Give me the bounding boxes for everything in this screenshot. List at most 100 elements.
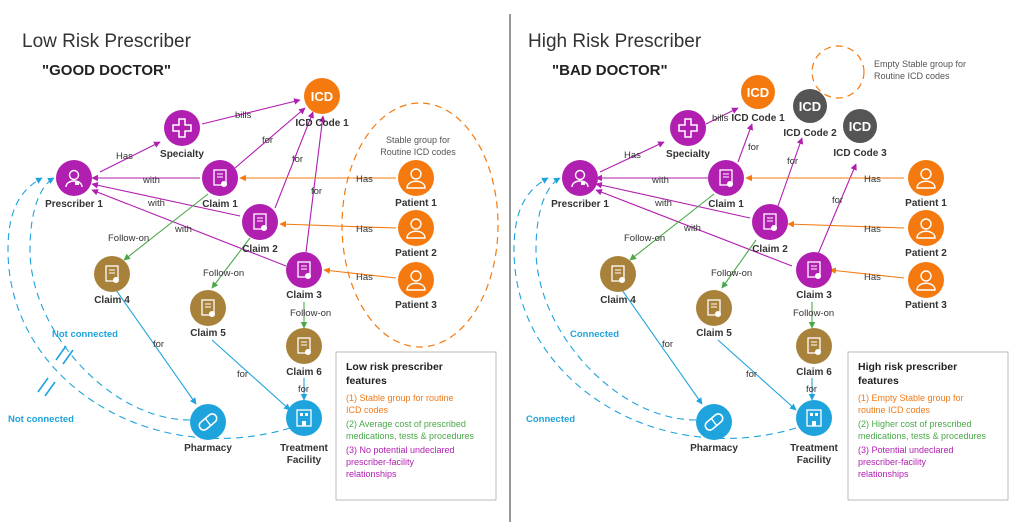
edge-label-with-1: with: [142, 175, 160, 186]
break-mark: [62, 349, 74, 365]
pharmacy-prescriber-link: [29, 177, 191, 421]
icd-glyph: ICD: [311, 89, 333, 104]
icd1-node-label: ICD Code 1: [731, 113, 785, 124]
feature-item-2-line-1: (2) Average cost of prescribed: [346, 419, 466, 429]
edge-label-with-1: with: [651, 175, 669, 186]
claim-document-icon: [600, 256, 636, 292]
break-mark: [44, 381, 56, 397]
edge-label-for-6: for: [806, 384, 817, 395]
break-mark: [55, 345, 67, 361]
specialty-node: Specialty: [160, 110, 204, 160]
claim-document-icon: [190, 290, 226, 326]
edge-follow-claim4: [629, 193, 715, 261]
facility-prescriber-link: [7, 177, 291, 439]
edge-label-with-2: with: [147, 198, 165, 209]
claim-document-icon: [796, 328, 832, 364]
claim-document-icon: [202, 160, 238, 196]
facility-prescriber-link: [513, 177, 797, 439]
patient3-node-label: Patient 3: [905, 300, 947, 311]
patient2-node: Patient 2: [905, 210, 947, 259]
right-subtitle: "BAD DOCTOR": [552, 62, 668, 79]
facility-node-label: Treatment: [280, 443, 328, 454]
edge-follow-claim5: [211, 237, 251, 289]
claim4-node-label: Claim 4: [94, 295, 130, 306]
edge-label-for-5: for: [237, 369, 248, 380]
edge-patient3-has: [829, 267, 905, 279]
not-connected-label-2: Not connected: [8, 414, 74, 425]
pharmacy-node: Pharmacy: [184, 404, 232, 454]
icd3-node-label: ICD Code 3: [833, 148, 887, 159]
doctor-icon: [562, 160, 598, 196]
feature-item-3-line-3: relationships: [858, 469, 909, 479]
hospital-building-icon: [286, 400, 322, 436]
claim6-node: Claim 6: [286, 328, 322, 378]
claim1-node: Claim 1: [202, 160, 238, 210]
claim3-node: Claim 3: [796, 252, 832, 301]
claim2-node-label: Claim 2: [242, 244, 278, 255]
prescriber-node-label: Prescriber 1: [45, 199, 103, 210]
feature-item-3-line-1: (3) No potential undeclared: [346, 445, 455, 455]
edge-label-for-6: for: [298, 384, 309, 395]
edge-label-has: Has: [116, 151, 133, 162]
doctor-icon: [56, 160, 92, 196]
claim6-node-label: Claim 6: [796, 367, 832, 378]
facility-node-label: Treatment: [790, 443, 838, 454]
claim2-node: Claim 2: [752, 204, 788, 255]
claim5-node: Claim 5: [190, 290, 226, 339]
claim4-node: Claim 4: [94, 256, 130, 306]
facility-node-label: Facility: [287, 455, 322, 466]
claim-document-icon: [752, 204, 788, 240]
edge-bills: [201, 98, 301, 125]
edge-label-has: Has: [624, 150, 641, 161]
patient2-node-label: Patient 2: [905, 248, 947, 259]
claim1-node-label: Claim 1: [202, 199, 238, 210]
icd1-node-circle: [741, 75, 775, 109]
edge-label-has-p2: Has: [864, 224, 881, 235]
features-title-2: features: [346, 375, 387, 387]
icd-glyph: ICD: [799, 99, 821, 114]
edge-patient2-has: [787, 220, 905, 229]
icd1-node-label: ICD Code 1: [295, 118, 349, 129]
medical-cross-icon: [670, 110, 706, 146]
person-icon: [908, 160, 944, 196]
person-icon: [398, 210, 434, 246]
claim-document-icon: [286, 252, 322, 288]
features-title-1: Low risk prescriber: [346, 361, 443, 373]
specialty-node-label: Specialty: [160, 149, 204, 160]
edge-patient2-has: [279, 220, 397, 229]
right-title: High Risk Prescriber: [528, 31, 702, 52]
features-box: [335, 351, 497, 501]
empty-group-outline: [811, 45, 865, 99]
person-icon: [908, 262, 944, 298]
edge-label-for-1: for: [262, 135, 273, 146]
edge-with-3: [91, 189, 287, 267]
feature-item-2-line-2: medications, tests & procedures: [858, 431, 987, 441]
edge-claim5-facility: [211, 339, 291, 411]
feature-item-3-line-2: prescriber-facility: [858, 457, 927, 467]
claim6-node: Claim 6: [796, 328, 832, 378]
edge-label-for-2: for: [292, 154, 303, 165]
icd1-node: ICD ICD Code 1: [295, 78, 349, 129]
specialty-node: Specialty: [666, 110, 710, 160]
edge-follow-claim5: [721, 239, 757, 289]
edge-label-for-4: for: [153, 339, 164, 350]
edge-label-follow-2: Follow-on: [711, 268, 752, 279]
claim5-node-label: Claim 5: [190, 328, 226, 339]
icd-glyph: ICD: [747, 85, 769, 100]
claim6-node-label: Claim 6: [286, 367, 322, 378]
claim3-node-label: Claim 3: [286, 290, 322, 301]
claim-document-icon: [696, 290, 732, 326]
edge-label-for-3: for: [311, 186, 322, 197]
claim1-node: Claim 1: [708, 160, 744, 210]
edge-label-follow-3: Follow-on: [290, 308, 331, 319]
edge-label-with-3: with: [174, 224, 192, 235]
edge-label-follow-3: Follow-on: [793, 308, 834, 319]
edge-bills: [705, 107, 739, 125]
edge-label-with-3: with: [683, 223, 701, 234]
patient3-node-label: Patient 3: [395, 300, 437, 311]
edge-label-bills: bills: [712, 113, 729, 124]
